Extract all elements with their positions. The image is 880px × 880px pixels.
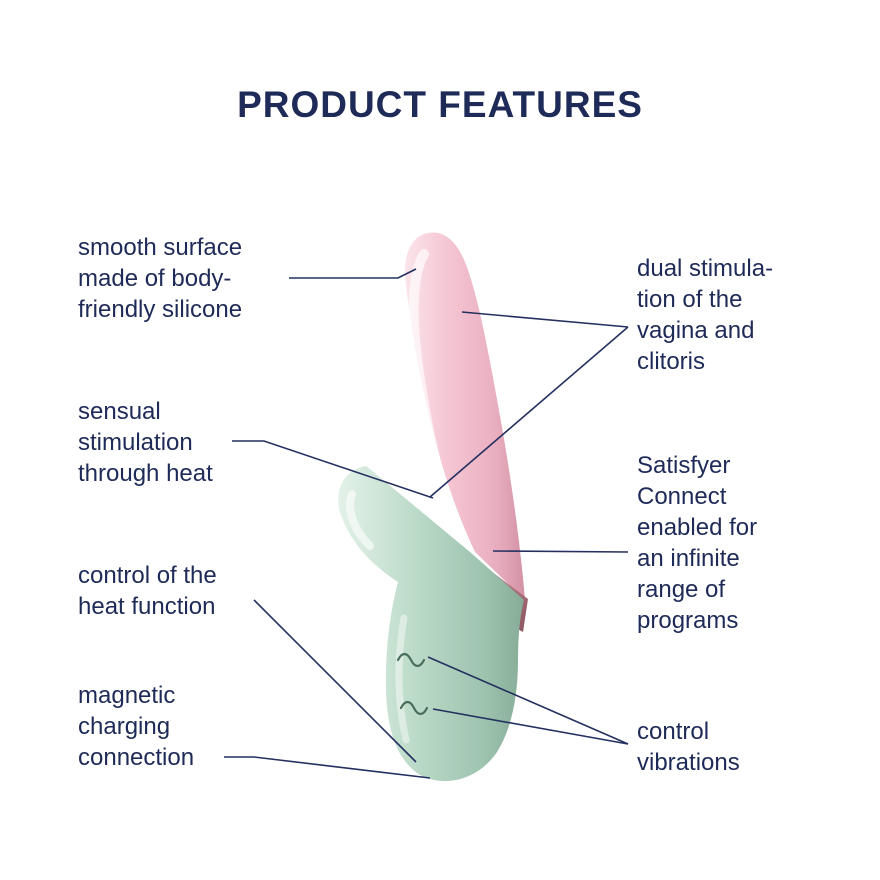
label-magnetic-charging: magnetic charging connection: [78, 682, 195, 771]
handle-highlight: [346, 490, 374, 550]
vibration-button-upper-icon: [396, 652, 426, 668]
vibration-button-lower-icon: [399, 700, 429, 716]
handle-green: [338, 466, 524, 782]
shaft-pink: [404, 232, 525, 600]
label-control-vibrations: control vibrations: [637, 718, 740, 776]
line-dual-stimulation-shaft: [461, 311, 629, 328]
line-heat-control: [253, 599, 417, 763]
line-satisfyer-connect: [492, 550, 629, 553]
label-smooth-surface: smooth surface made of body- friendly si…: [78, 234, 243, 323]
line-smooth-surface: [289, 268, 417, 279]
label-heat-control: control of the heat function: [78, 562, 217, 620]
line-dual-stimulation-arm: [429, 326, 629, 498]
shaft-highlight: [408, 249, 445, 483]
label-sensual-heat: sensual stimulation through heat: [78, 398, 213, 487]
label-satisfyer-connect: Satisfyer Connect enabled for an infinit…: [637, 452, 758, 634]
label-dual-stimulation: dual stimula- tion of the vagina and cli…: [637, 255, 774, 375]
line-control-vibrations-lower: [432, 708, 629, 745]
line-magnetic-charging: [224, 756, 431, 779]
page-title: PRODUCT FEATURES: [237, 84, 643, 125]
line-control-vibrations-upper: [427, 656, 629, 745]
handle-highlight-lower: [395, 614, 410, 744]
line-sensual-heat: [232, 440, 434, 499]
